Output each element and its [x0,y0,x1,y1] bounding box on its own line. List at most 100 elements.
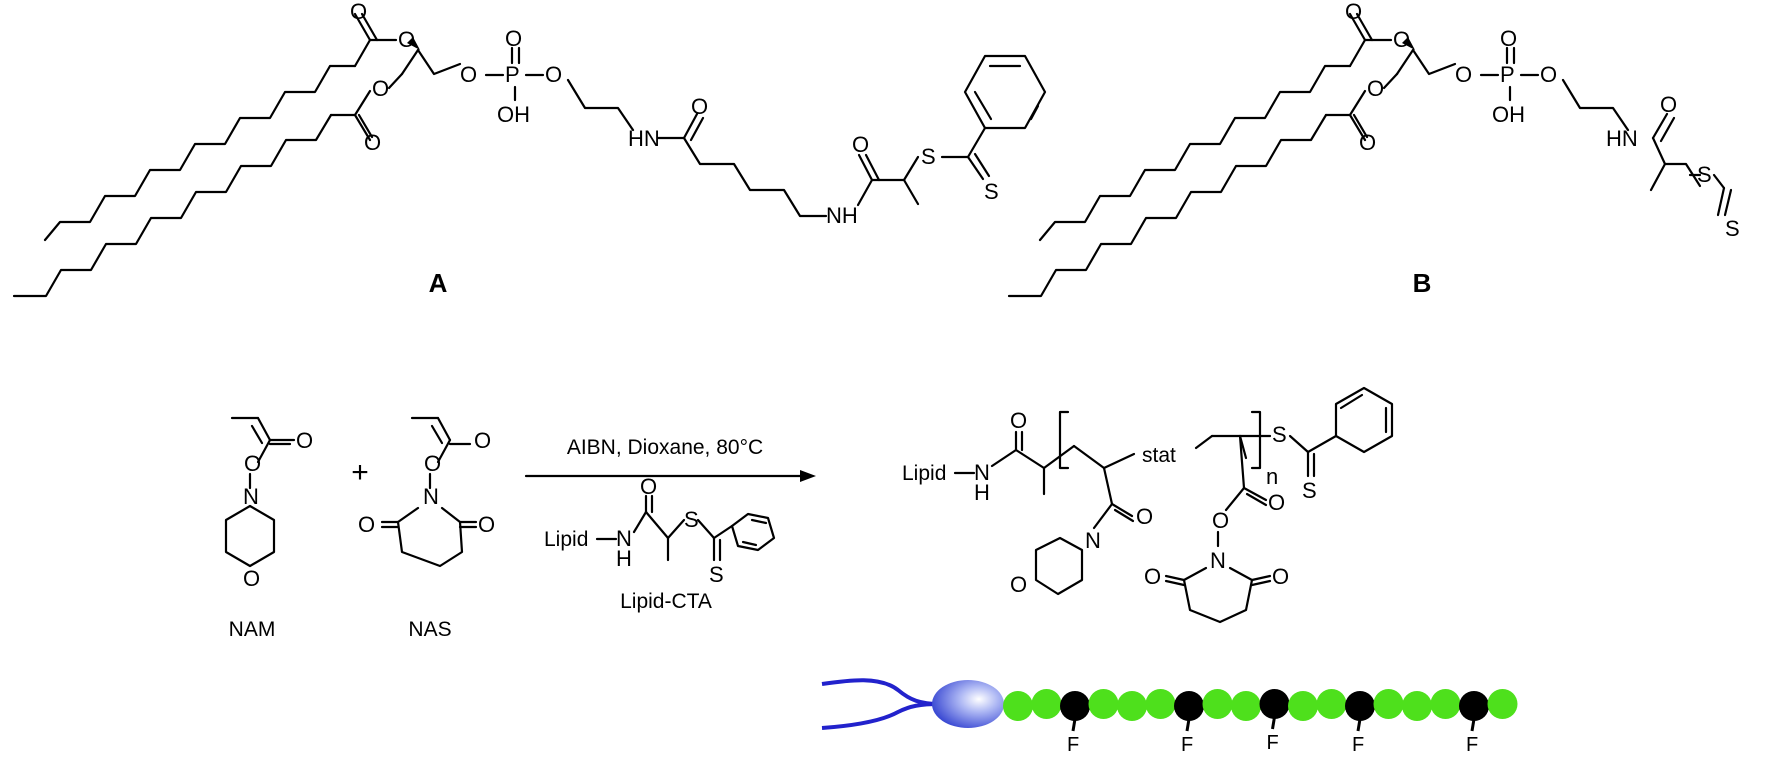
bead-linker [1271,716,1276,730]
lipid-cta: Lipid N H O S S Lipid-CTA [544,474,776,613]
lipid-tail [821,702,941,730]
green-bead [1231,691,1261,721]
structure-a: O O O O O P O O OH HN O NH O S S A [12,0,1047,298]
structure-a-atom-labels: O O O O O P O O OH HN O NH O S S [350,0,999,228]
atom-h: H [616,546,632,571]
atom-o: O [1144,564,1161,589]
atom-o: O [296,428,313,453]
monomer-nas: O O N O O NAS [358,416,495,641]
bead-linker [1185,718,1191,732]
atom-n: N [974,460,990,485]
atom-o: O [372,76,389,101]
structure-b: O O O O O P O O OH HN O S S B [1007,0,1740,298]
atom-p: P [505,62,520,87]
atom-s: S [1302,478,1317,503]
nas-label: NAS [408,618,451,641]
atom-s: S [709,562,724,587]
atom-o: O [478,512,495,537]
polymer-product: Lipid N H O stat O N O n S S [902,386,1394,624]
fluorine-label: F [1067,734,1079,756]
lipid-text: Lipid [544,528,588,551]
atom-o: O [1345,0,1362,24]
atom-s: S [921,144,936,169]
lipid-text: Lipid [902,462,946,485]
atom-s: S [684,507,699,532]
structure-a-label: A [429,268,448,298]
green-bead [1202,689,1233,719]
atom-o: O [691,94,708,119]
atom-o: O [852,132,869,157]
atom-o: O [505,26,522,51]
atom-o: O [1540,62,1557,87]
green-bead [1373,689,1404,719]
green-bead [1003,691,1033,721]
black-bead [1345,691,1375,721]
stat-label: stat [1142,444,1176,467]
bead-linker [1071,718,1077,732]
atom-o: O [1455,62,1472,87]
structure-a-bonds [12,12,1047,298]
atom-s: S [1725,216,1740,241]
black-bead [1060,691,1090,721]
atom-o: O [1359,130,1376,155]
lipid-tail [821,678,941,706]
atom-o: O [398,27,415,52]
bead-linker [1356,718,1362,732]
atom-o: O [350,0,367,24]
atom-n: N [1085,528,1101,553]
structure-b-atom-labels: O O O O O P O O OH HN O S S [1345,0,1740,241]
atom-o: O [358,512,375,537]
structure-b-dithioester [1688,173,1733,217]
fluorine-label: F [1181,734,1193,756]
lipid-cta-label: Lipid-CTA [620,590,712,613]
atom-o: O [1660,92,1677,117]
green-bead [1316,689,1347,719]
green-bead [1088,689,1119,719]
atom-oh: OH [497,102,530,127]
lipid-head-ellipse [932,680,1004,728]
black-bead [1459,691,1489,721]
atom-o: O [1367,76,1384,101]
atom-n: N [243,484,259,509]
structure-b-bonds [1007,12,1702,298]
green-bead [1430,689,1461,719]
black-bead [1259,689,1290,719]
green-bead [1487,689,1518,719]
atom-oh: OH [1492,102,1525,127]
atom-n-subscript: n [1266,464,1278,489]
reaction-arrow: AIBN, Dioxane, 80°C [524,436,816,482]
atom-nh: NH [826,203,858,228]
green-bead [1117,691,1147,721]
atom-o: O [244,451,261,476]
atom-n: N [616,526,632,551]
atom-s: S [1697,162,1712,187]
atom-o: O [1212,508,1229,533]
atom-hn: HN [1606,126,1638,151]
fluorine-label: F [1267,732,1279,754]
green-bead [1145,689,1176,719]
atom-s: S [1272,422,1287,447]
atom-o: O [1010,572,1027,597]
atom-h: H [974,480,990,505]
atom-s: S [984,179,999,204]
fluorine-label: F [1352,734,1364,756]
atom-o: O [545,62,562,87]
atom-o: O [424,451,441,476]
atom-hn: HN [628,126,660,151]
green-bead [1031,689,1062,719]
atom-o: O [1272,564,1289,589]
atom-p: P [1500,62,1515,87]
reaction-conditions: AIBN, Dioxane, 80°C [567,436,763,459]
atom-o: O [474,428,491,453]
black-bead [1174,691,1204,721]
monomer-nam: O O N O NAM [224,416,313,641]
atom-o: O [460,62,477,87]
atom-o: O [1136,504,1153,529]
atom-o: O [243,566,260,591]
fluorine-label: F [1466,734,1478,756]
atom-o: O [1393,27,1410,52]
plus-sign: + [351,456,369,489]
